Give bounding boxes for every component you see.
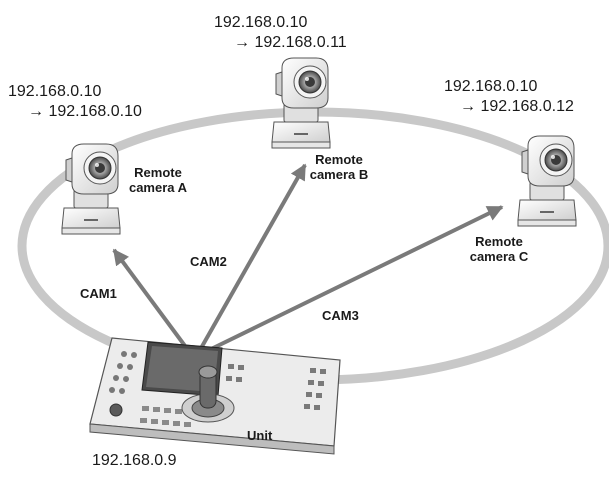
camera-a-label: Remote camera A: [126, 165, 190, 195]
camera-b-label-line2: camera B: [309, 167, 369, 182]
cam3-arrow: [204, 205, 504, 354]
camera-c-label: Remote camera C: [466, 234, 532, 264]
cam3-link-label: CAM3: [322, 308, 359, 323]
cam1-link-label: CAM1: [80, 286, 117, 301]
cam1-arrow: [112, 248, 190, 352]
camera-a-label-line2: camera A: [128, 180, 188, 195]
remote-camera-a-icon: [61, 143, 121, 235]
camera-c-label-line2: camera C: [469, 249, 529, 264]
camera-c-label-line1: Remote: [475, 234, 523, 249]
controller-unit-icon: [89, 337, 341, 455]
camera-a-ip-from: 192.168.0.10: [8, 83, 102, 100]
camera-c-ip-from: 192.168.0.10: [444, 78, 538, 95]
remote-camera-b-icon: [271, 57, 331, 149]
camera-b-ip-to: → 192.168.0.11: [234, 34, 347, 51]
camera-c-ip-to: → 192.168.0.12: [460, 98, 574, 115]
cam2-arrow: [198, 163, 307, 351]
cam2-link-label: CAM2: [190, 254, 227, 269]
camera-a-label-line1: Remote: [134, 165, 182, 180]
camera-b-ip-from: 192.168.0.10: [214, 14, 308, 31]
camera-b-label-line1: Remote: [315, 152, 363, 167]
unit-ip: 192.168.0.9: [92, 452, 177, 469]
camera-a-ip-to: → 192.168.0.10: [28, 103, 142, 120]
unit-label: Unit: [247, 428, 273, 443]
camera-b-label: Remote camera B: [306, 152, 372, 182]
